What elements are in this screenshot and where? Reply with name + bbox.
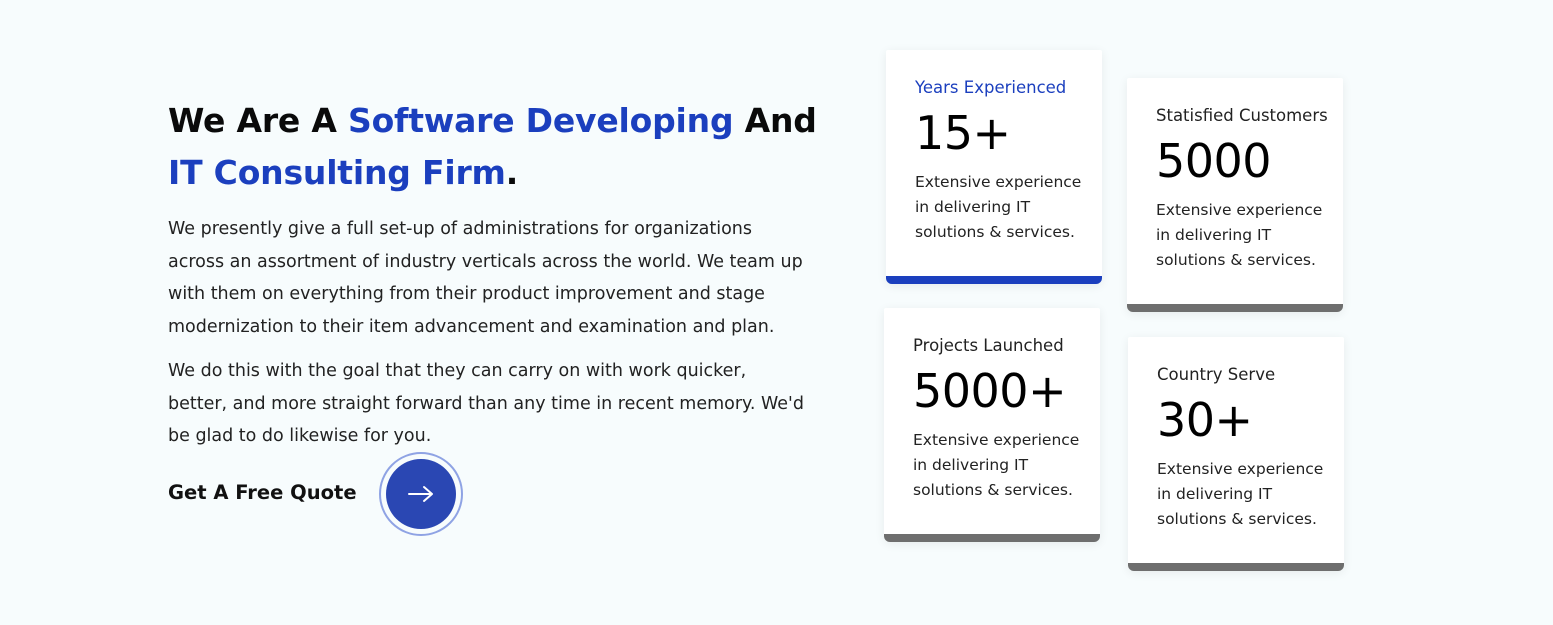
stat-title: Projects Launched	[913, 336, 1064, 355]
headline-part-2: And	[733, 101, 817, 140]
stat-description: Extensive experience in delivering IT so…	[913, 431, 1080, 499]
stat-card-customers: Statisfied Customers 5000 Extensive expe…	[1127, 78, 1343, 312]
intro-paragraph: We presently give a full set-up of admin…	[168, 219, 803, 337]
free-quote-button-inner	[386, 459, 456, 529]
stat-title: Years Experienced	[915, 78, 1067, 97]
headline-part-3: .	[505, 153, 519, 192]
headline-part-1: We Are A	[168, 101, 349, 140]
stat-description: Extensive experience in delivering IT so…	[915, 173, 1082, 241]
stat-card-projects: Projects Launched 5000+ Extensive experi…	[884, 308, 1100, 542]
stat-title: Country Serve	[1157, 365, 1276, 384]
stat-value: 30+	[1157, 393, 1253, 447]
stat-card-countries: Country Serve 30+ Extensive experience i…	[1128, 337, 1344, 571]
stat-title: Statisfied Customers	[1156, 106, 1328, 125]
headline: We Are A Software Developing And IT Consu…	[168, 95, 818, 199]
stat-description: Extensive experience in delivering IT so…	[1157, 460, 1324, 528]
free-quote-button[interactable]	[379, 452, 463, 536]
stat-card-years: Years Experienced 15+ Extensive experien…	[886, 50, 1102, 284]
arrow-right-icon	[408, 486, 433, 502]
free-quote-cta: Get A Free Quote	[168, 452, 488, 540]
goal-paragraph: We do this with the goal that they can c…	[168, 361, 804, 446]
stat-value: 5000+	[913, 364, 1067, 418]
stat-description: Extensive experience in delivering IT so…	[1156, 201, 1323, 269]
stat-value: 15+	[915, 106, 1011, 160]
headline-accent-2: IT Consulting Firm	[168, 153, 506, 192]
about-section: We Are A Software Developing And IT Consu…	[168, 95, 818, 453]
free-quote-link[interactable]: Get A Free Quote	[168, 481, 357, 504]
stat-value: 5000	[1156, 134, 1272, 188]
headline-accent-1: Software Developing	[348, 101, 734, 140]
